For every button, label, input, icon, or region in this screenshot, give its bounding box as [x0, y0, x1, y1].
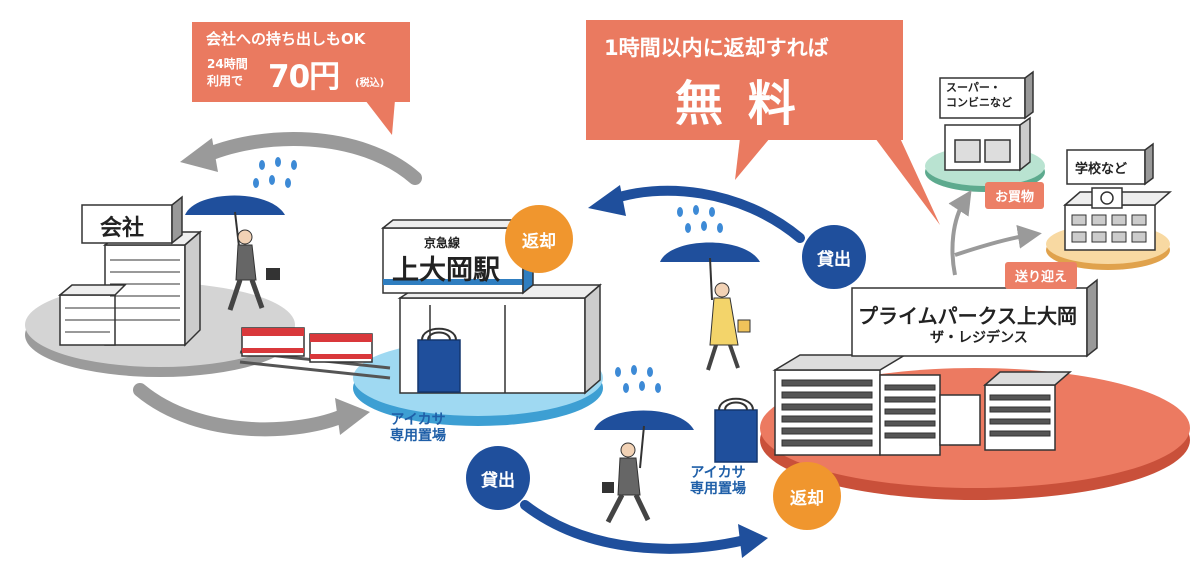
residence-sub-label: ザ・レジデンス — [930, 330, 1028, 346]
pickup-tag: 送り迎え — [1005, 262, 1078, 289]
supermarket-label: スーパー・ コンビニなど — [946, 81, 1012, 109]
man-with-umbrella-bottom — [594, 410, 694, 524]
gray-arrow-to-station — [133, 383, 370, 437]
company-building — [57, 195, 203, 347]
blue-arrow-to-residence — [520, 500, 768, 558]
callout-center-line1: 1時間以内に返却すれば — [604, 36, 829, 60]
gray-arrow-to-company — [180, 132, 422, 185]
school-building — [1062, 142, 1173, 251]
callout-left-use: 利用で — [207, 74, 244, 88]
shopping-tag: お買物 — [985, 182, 1045, 209]
return-circle-residence: 返却 — [773, 462, 841, 530]
return-circle-station: 返却 — [505, 205, 573, 273]
callout-left-price: 70円 — [268, 59, 340, 95]
residence-stand-label: アイカサ 専用置場 — [690, 465, 746, 497]
supermarket-building — [939, 70, 1034, 172]
station-building — [380, 218, 603, 395]
company-label: 会社 — [100, 216, 145, 241]
train — [239, 327, 391, 380]
rain-drops — [253, 157, 723, 393]
callout-left-tax: (税込) — [355, 78, 385, 89]
lend-circle-station: 貸出 — [466, 446, 530, 510]
callout-center-tail2 — [875, 138, 940, 225]
residence-name-label: プライムパークス上大岡 — [858, 304, 1077, 328]
callout-left — [192, 22, 410, 102]
station-line-label: 京急線 — [424, 236, 461, 250]
lend-circle-residence: 貸出 — [802, 225, 866, 289]
blue-arrow-to-station — [588, 185, 805, 243]
callout-center-tail — [735, 138, 770, 180]
callout-left-line1: 会社への持ち出しもOK — [206, 30, 366, 48]
man-with-umbrella-top — [185, 195, 285, 311]
woman-with-umbrella — [660, 242, 760, 371]
callout-left-hours: 24時間 — [207, 57, 248, 71]
callout-center — [586, 20, 903, 140]
callout-center-free: 無 料 — [675, 76, 800, 132]
school-label: 学校など — [1075, 162, 1128, 177]
branch-arrows — [948, 189, 1042, 276]
callout-left-tail — [365, 100, 395, 135]
station-stand-label: アイカサ 専用置場 — [390, 412, 446, 444]
residence-building — [772, 278, 1098, 456]
station-umbrella-stand — [417, 327, 461, 393]
residence-umbrella-stand — [714, 397, 758, 463]
station-name-label: 上大岡駅 — [392, 255, 500, 286]
